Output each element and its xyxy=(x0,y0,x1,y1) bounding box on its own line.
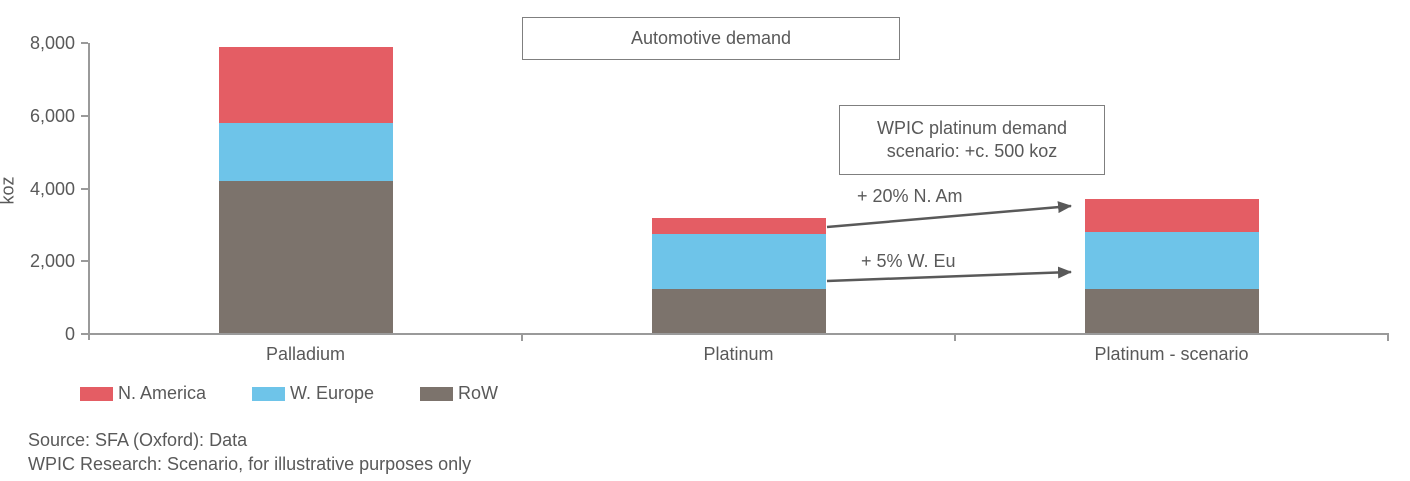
y-tick-mark xyxy=(81,333,88,335)
y-tick-mark xyxy=(81,42,88,44)
x-category-label: Platinum - scenario xyxy=(1094,344,1249,364)
x-category-label: Platinum xyxy=(703,344,774,364)
source-line-1: Source: SFA (Oxford): Data xyxy=(28,430,248,450)
bar-segment-palladium-row xyxy=(218,181,393,334)
legend-label-w-europe: W. Europe xyxy=(290,383,375,403)
chart-title: Automotive demand xyxy=(630,28,792,48)
scenario-callout-box: WPIC platinum demand scenario: +c. 500 k… xyxy=(839,105,1105,175)
bar-segment-platinum-scenario-n-america xyxy=(1084,199,1259,233)
y-tick-label: 4,000 xyxy=(29,178,75,199)
legend-label-n-america: N. America xyxy=(118,383,207,403)
y-tick-mark xyxy=(81,114,88,117)
legend-swatch-w-europe xyxy=(252,387,285,401)
source-note: Source: SFA (Oxford): Data WPIC Research… xyxy=(28,428,471,476)
y-tick-mark xyxy=(81,260,88,263)
annotation-w-europe: + 5% W. Eu xyxy=(861,251,956,271)
y-tick-label: 0 xyxy=(64,324,75,344)
legend-label-row: RoW xyxy=(458,383,498,403)
bar-segment-palladium-n-america xyxy=(218,46,393,123)
x-tick-mark xyxy=(954,334,956,341)
y-axis-line xyxy=(88,43,90,340)
x-tick-mark xyxy=(1387,334,1389,341)
legend-swatch-n-america xyxy=(80,387,113,401)
y-tick-mark xyxy=(81,187,88,190)
x-tick-mark xyxy=(521,334,523,341)
legend-swatch-row xyxy=(420,387,453,401)
bar-segment-palladium-w-europe xyxy=(218,123,393,182)
x-category-label: Palladium xyxy=(265,344,346,364)
annotation-n-america: + 20% N. Am xyxy=(857,186,963,206)
y-tick-label: 2,000 xyxy=(29,251,75,272)
source-line-2: WPIC Research: Scenario, for illustrativ… xyxy=(28,454,472,474)
scenario-callout-line2: scenario: +c. 500 koz xyxy=(886,141,1058,161)
scenario-callout-line1: WPIC platinum demand xyxy=(876,118,1068,138)
y-tick-label: 8,000 xyxy=(29,33,75,53)
bar-segment-platinum-w-europe xyxy=(651,233,826,289)
bar-segment-platinum-scenario-row xyxy=(1084,288,1259,334)
x-axis-line xyxy=(88,333,1389,335)
bar-segment-platinum-n-america xyxy=(651,217,826,234)
bar-segment-platinum-scenario-w-europe xyxy=(1084,232,1259,289)
chart-title-box: Automotive demand xyxy=(522,17,900,60)
bar-segment-platinum-row xyxy=(651,288,826,334)
y-tick-label: 6,000 xyxy=(29,105,75,126)
